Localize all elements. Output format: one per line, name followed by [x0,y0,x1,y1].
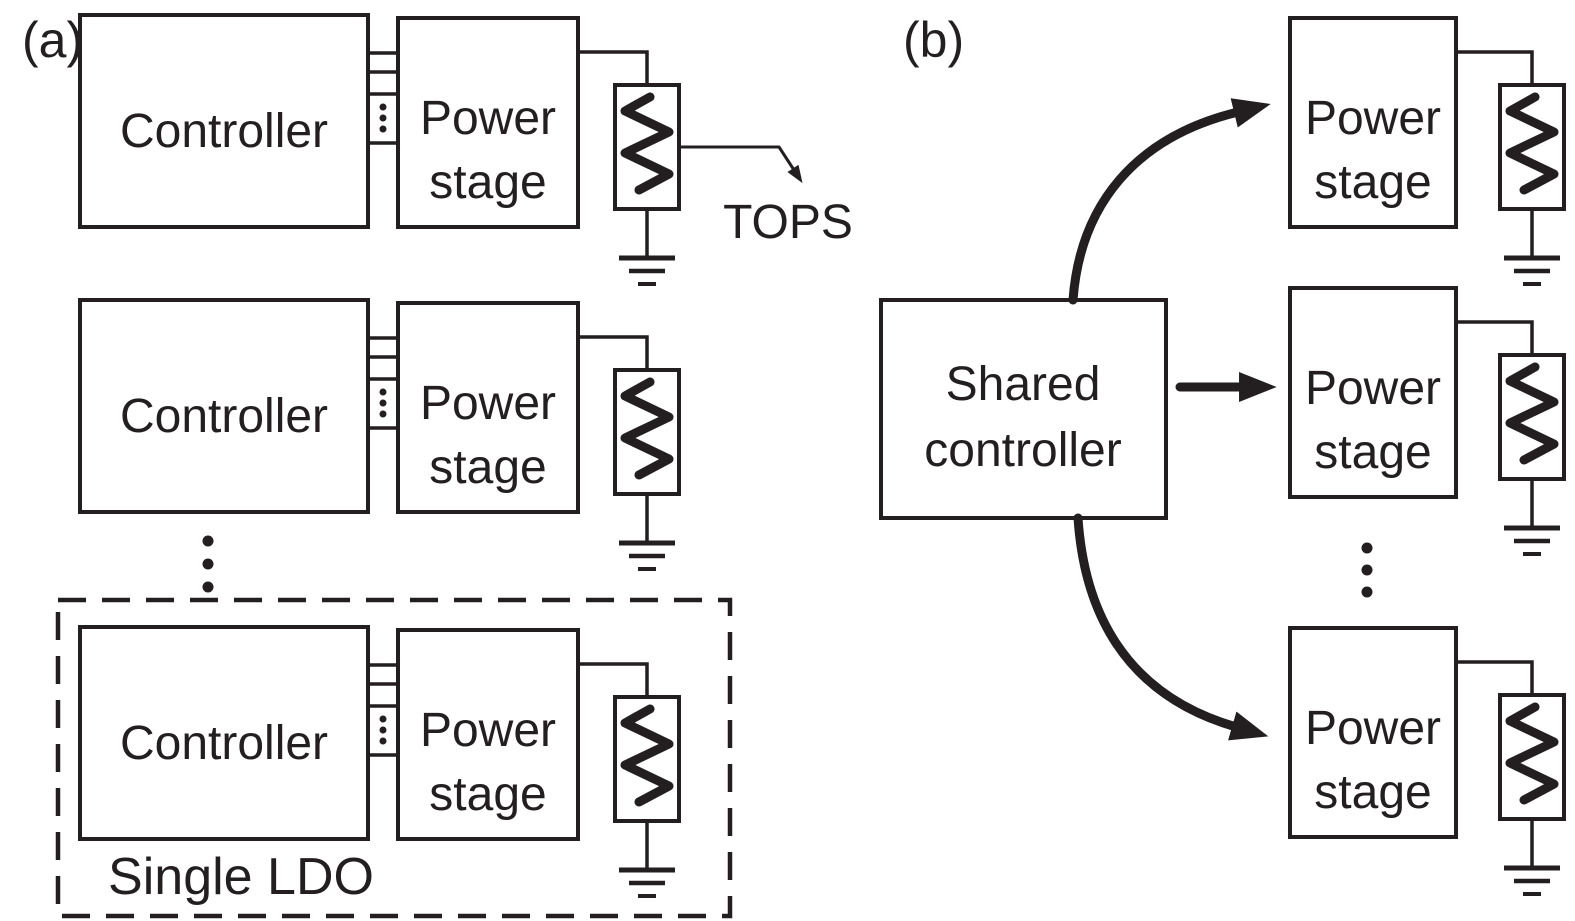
power-label-3-line2: stage [429,768,546,821]
power-label-1-line2: stage [429,156,546,209]
arrow-to-power-stage-3 [1073,513,1269,741]
power-unit-2 [1290,288,1564,554]
panel-a-ellipsis-icon [202,535,214,593]
power-b-label-1-line2: stage [1314,156,1431,209]
power-b-label-3-line1: Power [1305,702,1441,755]
power-label-1-line1: Power [420,92,556,145]
panel-a-label: (a) [22,12,83,68]
tops-pointer-arrow [677,145,803,184]
arrow-to-power-stage-1 [1068,98,1271,305]
power-label-2-line2: stage [429,441,546,494]
power-b-label-2-line1: Power [1305,362,1441,415]
tops-label: TOPS [723,196,853,249]
controller-label-1: Controller [120,105,328,158]
power-unit-3 [1290,628,1564,894]
panel-b-ellipsis-icon [1361,542,1373,598]
power-label-2-line1: Power [420,377,556,430]
panel-b-label: (b) [903,12,964,68]
controller-label-2: Controller [120,390,328,443]
shared-controller-label-line1: Shared [946,358,1101,411]
single-ldo-label: Single LDO [108,848,374,906]
power-b-label-2-line2: stage [1314,426,1431,479]
controller-label-3: Controller [120,717,328,770]
power-b-label-1-line1: Power [1305,92,1441,145]
power-b-label-3-line2: stage [1314,766,1431,819]
shared-controller-box [879,298,1168,520]
single-ldo-dashed-box [55,597,733,919]
power-label-3-line1: Power [420,704,556,757]
power-unit-1 [1290,18,1564,284]
shared-controller-label-line2: controller [924,424,1121,477]
